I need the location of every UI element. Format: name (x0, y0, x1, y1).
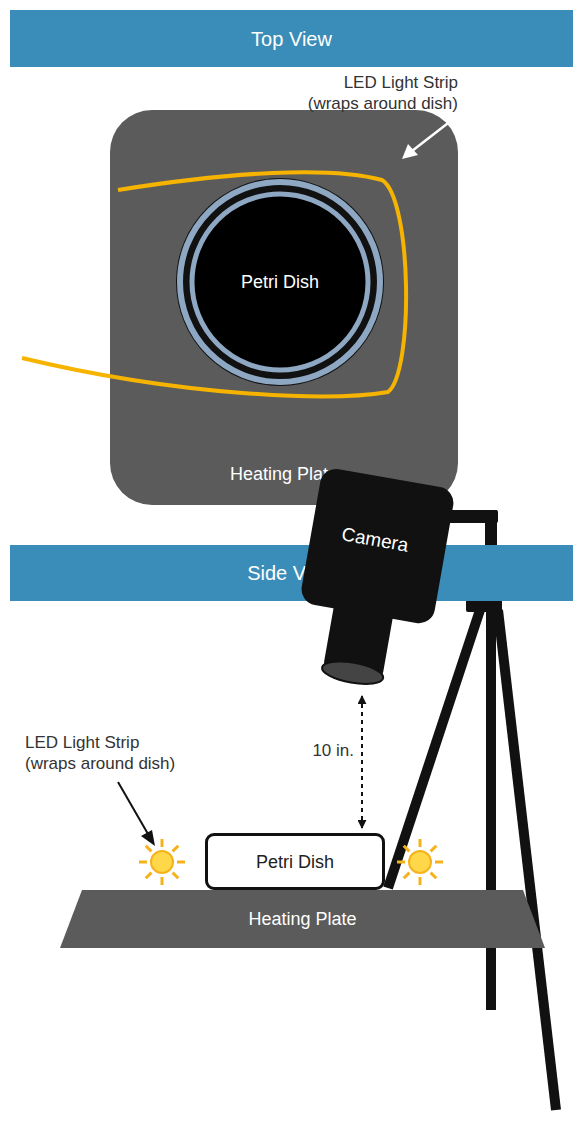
leader-line (412, 120, 452, 151)
callout-label: LED Light Strip (wraps around dish) (25, 732, 195, 774)
heating-plate: Heating Plate (60, 890, 545, 948)
dish-ring (180, 182, 380, 382)
dish-ring (192, 194, 368, 370)
led-light (397, 839, 443, 885)
node-label: Petri Dish (256, 851, 334, 873)
plate-body (60, 890, 545, 948)
node-label: Heating Plate (248, 908, 356, 930)
arrow-head (402, 144, 418, 159)
tripod-leg (388, 610, 480, 888)
section-header: Top View (10, 10, 573, 67)
callout-label: LED Light Strip (wraps around dish) (288, 72, 458, 114)
petri-dish: Petri Dish (174, 176, 386, 388)
leader-arrow (118, 782, 155, 846)
node-label: Petri Dish (241, 271, 319, 293)
tripod-leg (498, 610, 556, 1110)
dimension-line (361, 696, 363, 828)
arrow-head (141, 830, 155, 846)
camera-body: Camera (300, 465, 460, 690)
led-strip (22, 172, 406, 396)
node-label: Top View (251, 28, 332, 50)
petri-dish: Petri Dish (205, 833, 385, 890)
tripod-leg (486, 610, 496, 1010)
camera-outline (300, 465, 460, 690)
dish-rim (176, 178, 384, 386)
section-header: Side View (10, 545, 573, 601)
leader-line (118, 782, 148, 834)
heating-plate: Petri DishHeating Plate (110, 110, 458, 505)
camera-housing (299, 466, 456, 625)
led-light (139, 839, 185, 885)
dimension-label: 10 in. (310, 740, 356, 761)
lens-glass (320, 657, 385, 687)
